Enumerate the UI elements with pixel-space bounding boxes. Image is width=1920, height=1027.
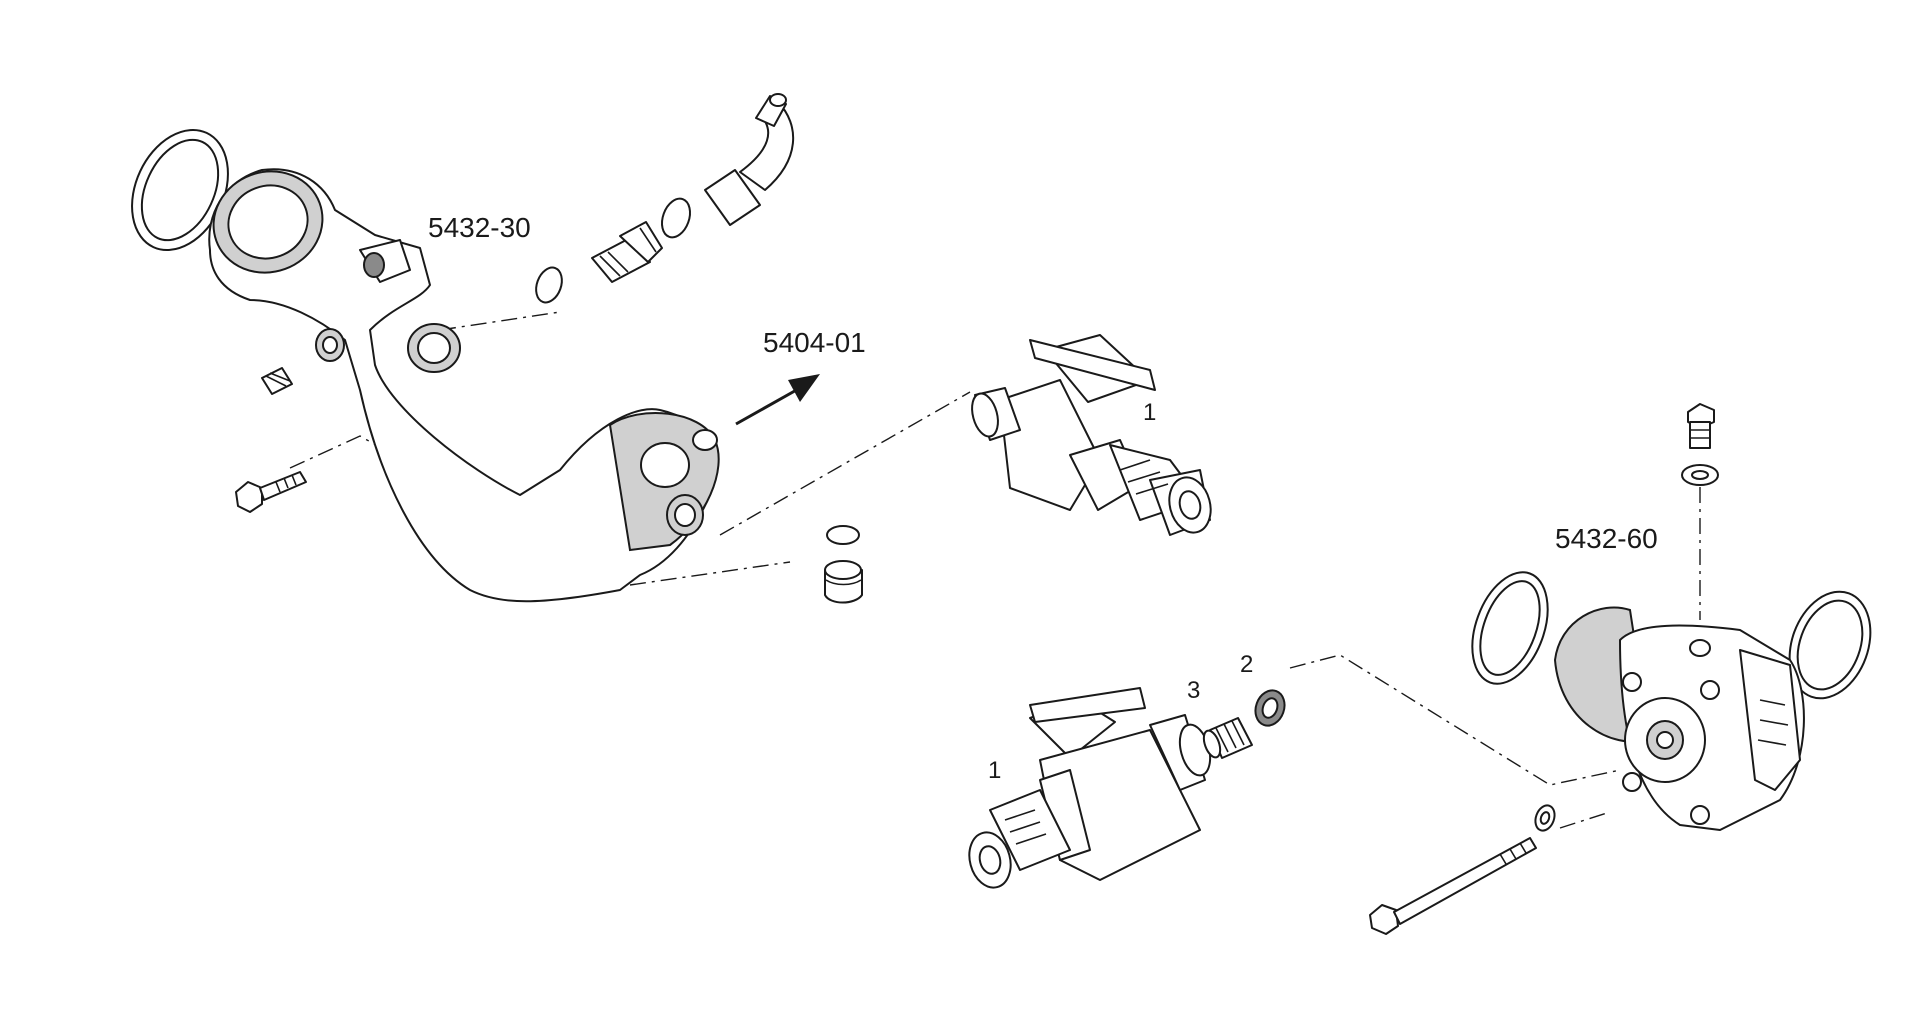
small-oring-upper <box>535 266 563 304</box>
bolt-lower-left <box>235 471 307 513</box>
pump-housing-assembly <box>1369 403 1872 935</box>
ball-valve-bottom <box>968 687 1212 889</box>
leader-line-long-bolt <box>1559 811 1611 829</box>
sealing-ring-2 <box>1254 689 1286 727</box>
callout-1-top: 1 <box>1143 399 1156 426</box>
pipe-housing-5432-30 <box>208 168 720 603</box>
callout-2: 2 <box>1240 651 1253 678</box>
threaded-nipple-3 <box>1202 717 1253 759</box>
leader-line-lower <box>1289 654 1621 786</box>
long-bolt-bottom <box>1369 837 1537 935</box>
leader-line-drain-plug <box>629 561 791 586</box>
threaded-adapter-upper <box>591 221 663 283</box>
set-screw-left <box>261 367 293 395</box>
callout-3: 3 <box>1187 677 1200 704</box>
part-number-5432-60: 5432-60 <box>1555 523 1658 554</box>
part-number-5432-30: 5432-30 <box>428 212 531 243</box>
large-oring-upper-left <box>131 128 229 252</box>
washer-top <box>1681 464 1719 486</box>
large-oring-lower-right <box>1788 590 1872 700</box>
part-number-5404-01: 5404-01 <box>763 327 866 358</box>
leader-line-plug <box>439 311 561 331</box>
pipe-assembly-upper <box>131 93 863 604</box>
hex-bolt-top <box>1687 403 1715 449</box>
large-oring-lower-left <box>1471 571 1549 685</box>
elbow-fitting <box>704 93 795 226</box>
washer-drain <box>826 525 860 545</box>
ball-valve-top <box>971 334 1212 536</box>
drain-plug <box>824 560 863 604</box>
washer-bottom <box>1534 804 1556 832</box>
reference-arrow <box>735 374 820 426</box>
pump-housing-5432-60 <box>1553 606 1805 831</box>
leader-line-valve-top <box>719 391 971 536</box>
callout-1-bottom: 1 <box>988 757 1001 784</box>
small-oring-upper-2 <box>660 197 692 239</box>
